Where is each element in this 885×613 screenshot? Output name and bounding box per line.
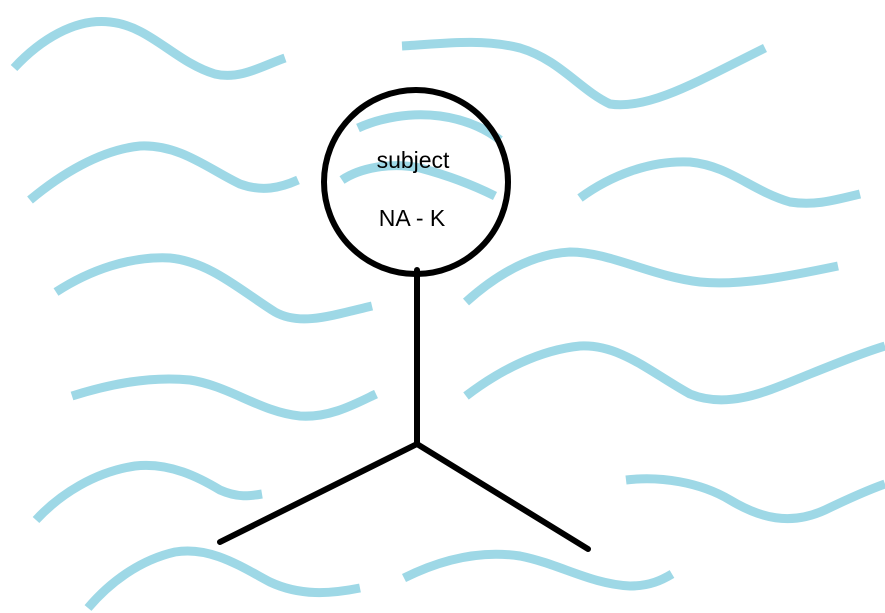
water-waves bbox=[10, 17, 885, 611]
wave-12 bbox=[625, 474, 885, 524]
wave-14 bbox=[401, 549, 675, 591]
wave-7 bbox=[53, 253, 374, 324]
head-label-na-k: NA - K bbox=[379, 205, 446, 231]
wave-3 bbox=[356, 110, 503, 144]
wave-2 bbox=[401, 37, 767, 110]
wave-1 bbox=[10, 17, 287, 80]
wave-6 bbox=[577, 157, 862, 208]
wave-4 bbox=[339, 161, 498, 201]
wave-10 bbox=[463, 341, 885, 405]
wave-11 bbox=[32, 460, 263, 524]
figure-right-leg bbox=[414, 441, 591, 552]
head-label-subject: subject bbox=[377, 147, 450, 173]
figure-head-circle bbox=[321, 87, 511, 277]
wave-13 bbox=[84, 546, 361, 611]
wave-5 bbox=[27, 141, 300, 204]
wave-9 bbox=[70, 374, 378, 421]
stick-figure: subject NA - K bbox=[217, 87, 591, 552]
wave-8 bbox=[462, 247, 839, 306]
figure-left-leg bbox=[217, 441, 420, 545]
